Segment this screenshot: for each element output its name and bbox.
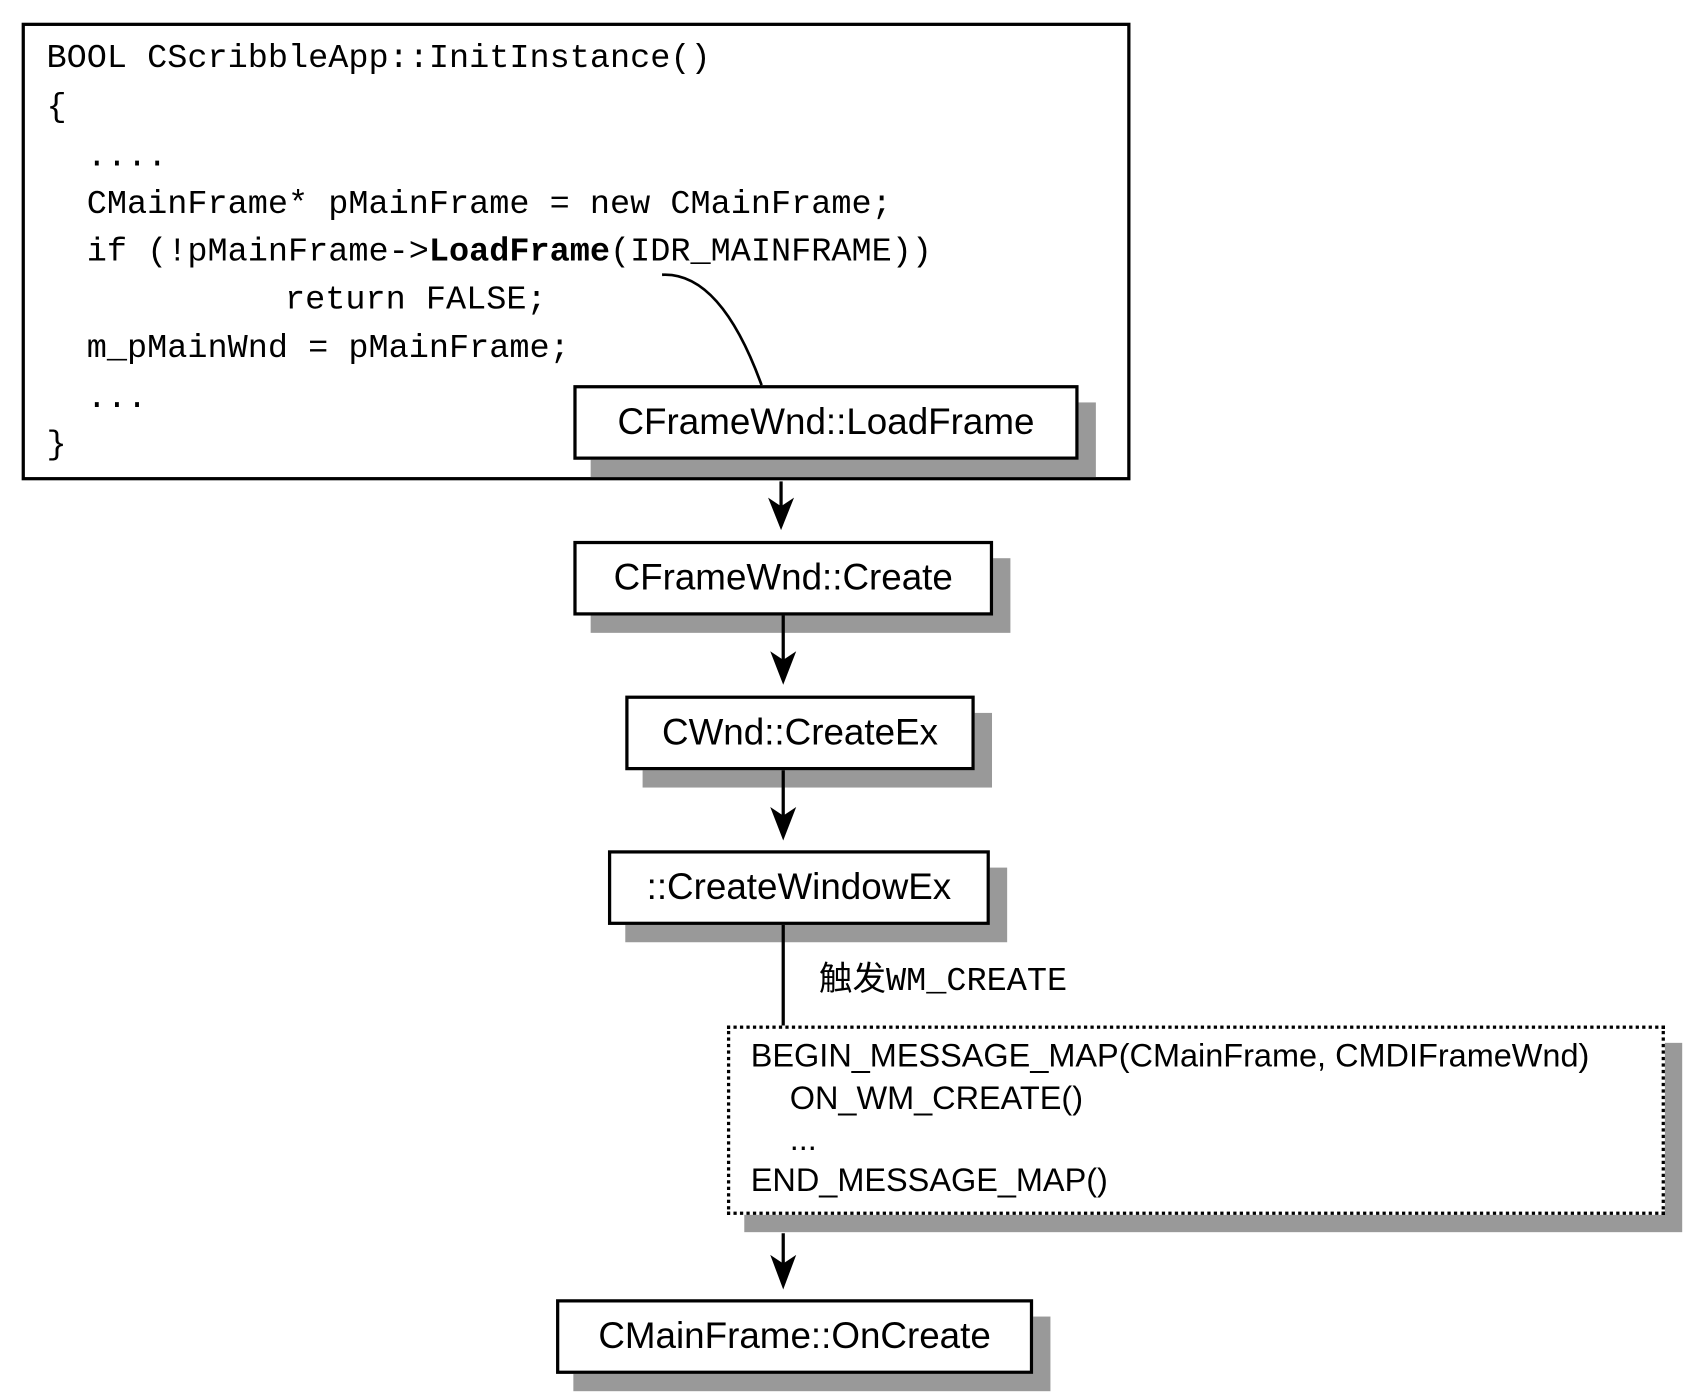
- code-line-ellipsis-2: ...: [46, 379, 148, 418]
- message-map-end: END_MESSAGE_MAP(): [750, 1162, 1108, 1199]
- message-map-on-wm-create: ON_WM_CREATE(): [789, 1080, 1084, 1117]
- code-line-return-false: return FALSE;: [204, 281, 547, 320]
- oncreate-box: CMainFrame::OnCreate: [556, 1299, 1034, 1374]
- code-line-ellipsis-1: ....: [46, 138, 168, 177]
- trigger-label: 触发WM_CREATE: [818, 962, 1068, 1001]
- arrowhead-createex-to-createwindowex: [770, 807, 797, 841]
- arrowhead-create-to-createex: [770, 651, 797, 685]
- loadframe-box: CFrameWnd::LoadFrame: [573, 385, 1079, 460]
- createex-box: CWnd::CreateEx: [625, 695, 975, 771]
- createwindowex-box: ::CreateWindowEx: [607, 850, 990, 925]
- code-line-new-mainframe: CMainFrame* pMainFrame = new CMainFrame;: [46, 186, 892, 224]
- code-line-open-brace: {: [46, 88, 67, 127]
- code-line-close-brace: }: [46, 426, 67, 465]
- code-line-signature: BOOL CScribbleApp::InitInstance(): [46, 40, 711, 78]
- arrowhead-message-map-to-oncreate: [770, 1254, 797, 1290]
- code-line-assign-mainwnd: m_pMainWnd = pMainFrame;: [46, 329, 570, 368]
- message-map-begin: BEGIN_MESSAGE_MAP(CMainFrame, CMDIFrameW…: [750, 1038, 1590, 1075]
- message-map-box: BEGIN_MESSAGE_MAP(CMainFrame, CMDIFrameW…: [726, 1025, 1665, 1215]
- code-if-prefix: if (!pMainFrame->: [46, 233, 429, 272]
- arrowhead-loadframe-to-create: [768, 497, 795, 531]
- create-box: CFrameWnd::Create: [573, 540, 994, 616]
- code-if-suffix: (IDR_MAINFRAME)): [610, 233, 933, 272]
- code-line-if-loadframe: if (!pMainFrame->LoadFrame(IDR_MAINFRAME…: [47, 234, 933, 273]
- message-map-ellipsis: ...: [789, 1121, 817, 1158]
- code-loadframe-keyword: LoadFrame: [428, 233, 611, 272]
